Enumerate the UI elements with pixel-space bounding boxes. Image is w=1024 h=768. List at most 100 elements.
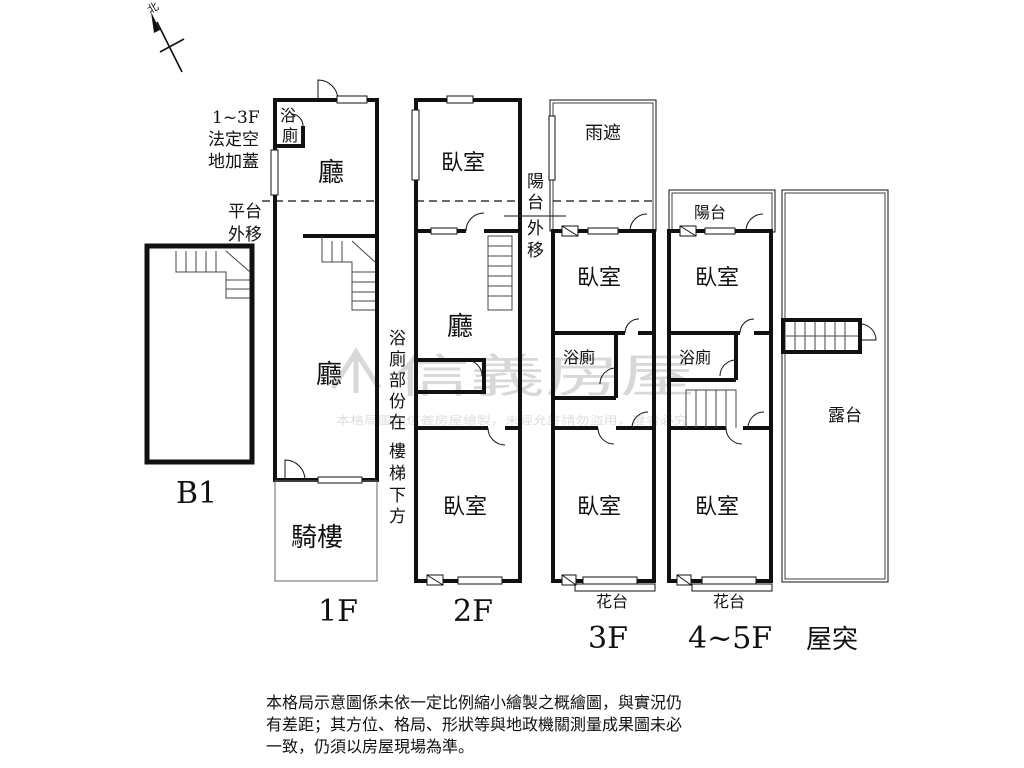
1f-bath-label-b: 廁 bbox=[282, 126, 298, 145]
45f-window-top bbox=[704, 227, 736, 235]
note-legal-line3: 地加蓋 bbox=[208, 152, 259, 172]
45f-balcony-label: 陽台 bbox=[694, 203, 726, 222]
2f-title: 2F bbox=[453, 594, 493, 629]
2f-window-inner bbox=[430, 227, 458, 235]
3f-bedroom-top-label: 臥室 bbox=[577, 266, 621, 291]
45f-planter-label: 花台 bbox=[713, 592, 745, 611]
3f-planter-box bbox=[574, 583, 656, 592]
svg-text:樓: 樓 bbox=[389, 442, 406, 462]
b1-stairs bbox=[175, 250, 251, 299]
svg-text:台: 台 bbox=[527, 193, 544, 213]
1f-bath-label-a: 浴 bbox=[280, 106, 296, 125]
floor-2f: 臥室 廳 臥室 2F bbox=[411, 95, 522, 629]
note-legal-line1: 1~3F bbox=[212, 108, 260, 128]
roof-stairs bbox=[786, 322, 858, 350]
2f-bedroom-top-label: 臥室 bbox=[441, 151, 485, 176]
2f-window-top bbox=[446, 95, 474, 104]
1f-window-top bbox=[336, 95, 368, 104]
floor-3f: 雨遮 臥室 浴廁 臥室 花台 3F bbox=[548, 99, 657, 656]
3f-door-top-icon bbox=[629, 213, 648, 232]
2f-window-front bbox=[457, 576, 503, 585]
compass-crossbar bbox=[159, 38, 185, 53]
3f-door-bottom-icon bbox=[597, 427, 615, 445]
watermark: 信義房屋 本格局圖由信義房屋繪製，未經允許請勿盜用，違者必究 bbox=[330, 347, 695, 427]
north-arrow-icon bbox=[151, 12, 160, 33]
45f-bedroom-bottom-label: 臥室 bbox=[695, 495, 739, 520]
1f-stairs bbox=[321, 236, 376, 311]
floor-4-5f: 陽台 臥室 浴廁 臥室 花台 4~5F bbox=[667, 189, 776, 656]
2f-bath-door-icon bbox=[465, 359, 483, 377]
note-bath-under-stairs: 浴 廁 部 份 在 樓 梯 下 方 bbox=[389, 329, 406, 527]
svg-text:陽: 陽 bbox=[527, 172, 544, 192]
svg-text:廁: 廁 bbox=[389, 349, 406, 370]
1f-bath-door-icon bbox=[290, 113, 304, 127]
svg-text:外: 外 bbox=[527, 219, 544, 239]
svg-text:份: 份 bbox=[389, 392, 406, 412]
compass-north-label: 北 bbox=[145, 0, 161, 17]
floor-roof: 露台 屋突 bbox=[781, 189, 889, 655]
roof-title: 屋突 bbox=[806, 625, 858, 655]
disclaimer-line-1: 本格局示意圖係未依一定比例縮小繪製之概繪圖，與實況仍 bbox=[266, 693, 683, 712]
note-balcony-moved: 陽 台 外 移 bbox=[527, 172, 544, 261]
3f-bath-walls bbox=[553, 331, 654, 430]
roof-outline bbox=[781, 189, 889, 583]
3f-canopy-outline bbox=[549, 99, 657, 232]
1f-title: 1F bbox=[318, 594, 358, 629]
disclaimer-note: 本格局示意圖係未依一定比例縮小繪製之概繪圖，與實況仍 有差距；其方位、格局、形狀… bbox=[266, 692, 826, 758]
3f-bedroom-bottom-label: 臥室 bbox=[577, 495, 621, 520]
1f-window-front bbox=[317, 476, 363, 484]
3f-bath-door-icon bbox=[599, 367, 617, 385]
watermark-brand: 信義房屋 bbox=[395, 349, 695, 403]
1f-door-icon bbox=[317, 79, 339, 101]
3f-planter-label: 花台 bbox=[596, 592, 628, 611]
watermark-logo-icon bbox=[330, 347, 382, 393]
1f-arcade-label: 騎樓 bbox=[291, 523, 343, 553]
svg-text:梯: 梯 bbox=[389, 464, 406, 484]
2f-door-top-icon bbox=[465, 212, 485, 232]
svg-text:方: 方 bbox=[389, 507, 406, 527]
compass bbox=[151, 12, 185, 73]
45f-title: 4~5F bbox=[688, 621, 772, 656]
floor-b1: B1 bbox=[144, 243, 255, 511]
45f-stairs bbox=[685, 389, 737, 428]
1f-front-door-icon bbox=[284, 459, 306, 481]
b1-outline bbox=[144, 243, 255, 465]
3f-canopy-label: 雨遮 bbox=[585, 123, 621, 144]
roof-door-icon bbox=[859, 323, 877, 341]
note-platform-line1: 平台 bbox=[228, 202, 262, 222]
floor-1f: 浴 廁 廳 廳 騎樓 1F bbox=[262, 79, 379, 629]
disclaimer-line-3: 一致，仍須以房屋現場為準。 bbox=[266, 737, 475, 756]
roof-stair-housing bbox=[781, 318, 862, 354]
b1-title: B1 bbox=[176, 476, 217, 511]
svg-text:浴: 浴 bbox=[389, 329, 406, 349]
1f-window-side bbox=[270, 149, 279, 196]
3f-door-mid-icon bbox=[624, 318, 640, 334]
45f-bedroom-top-label: 臥室 bbox=[695, 266, 739, 291]
1f-bath-wall bbox=[275, 126, 305, 148]
45f-planter-box bbox=[691, 583, 773, 592]
3f-title: 3F bbox=[588, 621, 628, 656]
45f-window-front bbox=[701, 576, 757, 585]
note-platform-line2: 外移 bbox=[228, 225, 262, 245]
watermark-notice: 本格局圖由信義房屋繪製，未經允許請勿盜用，違者必究 bbox=[336, 413, 688, 427]
45f-door-bottom-icon bbox=[725, 427, 743, 445]
3f-bath-label: 浴廁 bbox=[563, 348, 595, 367]
45f-bath-door-icon bbox=[719, 359, 737, 377]
svg-text:下: 下 bbox=[389, 486, 406, 506]
45f-door-mid-icon bbox=[739, 318, 755, 334]
2f-door-bottom-icon bbox=[487, 427, 506, 446]
disclaimer-line-2: 有差距；其方位、格局、形狀等與地政機關測量成果圖未必 bbox=[266, 715, 683, 734]
1f-hall-top-label: 廳 bbox=[318, 158, 344, 188]
note-legal-line2: 法定空 bbox=[208, 130, 259, 150]
2f-bath-walls bbox=[416, 358, 486, 394]
45f-door-top-icon bbox=[745, 213, 764, 232]
2f-stairs bbox=[487, 235, 513, 311]
1f-hall-main-label: 廳 bbox=[316, 360, 342, 390]
3f-window-top bbox=[587, 227, 619, 235]
3f-window-front bbox=[582, 576, 638, 585]
2f-bedroom-bottom-label: 臥室 bbox=[443, 495, 487, 520]
svg-text:在: 在 bbox=[389, 413, 406, 433]
svg-text:移: 移 bbox=[527, 241, 544, 261]
45f-bath-label: 浴廁 bbox=[679, 348, 711, 367]
